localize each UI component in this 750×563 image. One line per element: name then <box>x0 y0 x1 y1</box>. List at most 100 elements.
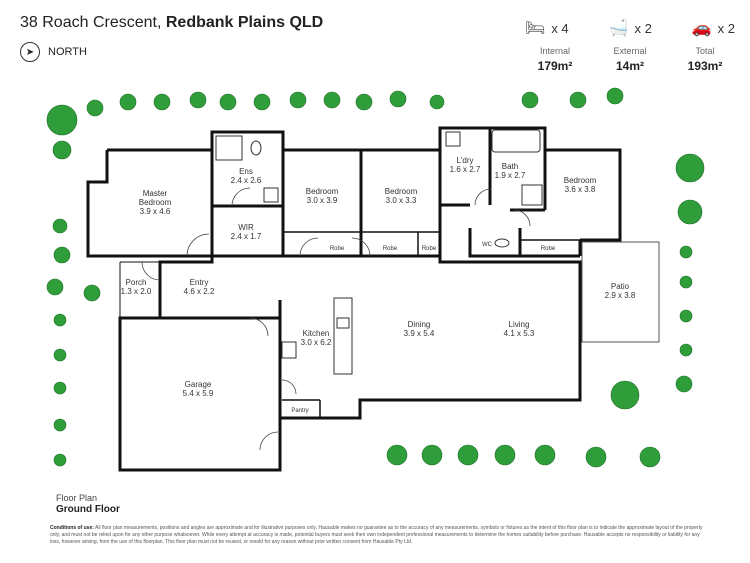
bed-icon: 🛏 <box>525 20 546 37</box>
room-name: Robe <box>422 246 437 252</box>
tree-icon <box>219 93 237 111</box>
toilet-icon <box>494 238 510 248</box>
bedroom-count: x 4 <box>551 20 569 36</box>
bathtub-icon: 🛁 <box>608 20 629 37</box>
room-name: Bedroom <box>385 187 418 196</box>
room-name: Kitchen <box>303 329 330 338</box>
external-area-label: External <box>613 46 647 56</box>
tree-icon <box>53 453 67 467</box>
room-name: Entry <box>190 278 209 287</box>
conditions-text: All floor plan measurements, positions a… <box>50 525 703 545</box>
room-name: WC <box>482 242 493 248</box>
room-name: Robe <box>383 246 398 252</box>
tree-icon <box>53 418 67 432</box>
tree-icon <box>639 446 661 468</box>
wc-wall <box>468 228 580 258</box>
property-stats: 🛏 x 4 🛁 x 2 🚗x 2 <box>525 18 735 38</box>
tree-icon <box>679 343 693 357</box>
tree-icon <box>606 87 624 105</box>
walls <box>86 126 622 472</box>
area-summary: Internal 179m² External 14m² Total 193m² <box>520 46 740 73</box>
door-swings <box>141 187 531 451</box>
room-dims: 3.6 x 3.8 <box>565 185 596 194</box>
tree-icon <box>610 380 640 410</box>
room-name: Ens <box>239 167 253 176</box>
tree-icon <box>679 275 693 289</box>
internal-area-label: Internal <box>539 46 571 56</box>
room-dims: 3.9 x 5.4 <box>404 329 435 338</box>
tree-icon <box>679 309 693 323</box>
tree-icon <box>521 91 539 109</box>
landscape-trees <box>46 87 705 468</box>
internal-area: Internal 179m² <box>520 46 590 73</box>
room-name: Garage <box>185 380 212 389</box>
room-name: Robe <box>541 246 556 252</box>
property-address: 38 Roach Crescent, Redbank Plains QLD <box>20 14 323 32</box>
room-name: Robe <box>330 246 345 252</box>
shower-icon <box>215 135 243 161</box>
door-icon <box>259 431 279 451</box>
north-wall <box>107 126 622 242</box>
tree-icon <box>52 140 72 160</box>
suburb-name: Redbank Plains QLD <box>165 14 324 31</box>
fixtures <box>215 129 543 375</box>
external-area-value: 14m² <box>615 59 644 73</box>
door-icon <box>513 209 531 227</box>
car-stat: 🚗x 2 <box>692 18 735 38</box>
north-label: NORTH <box>48 46 87 58</box>
room-labels: Master Bedroom 3.9 x 4.6 Ens 2.4 x 2.6 W… <box>121 156 636 414</box>
door-icon <box>231 187 251 207</box>
floor-plan-label: Floor Plan <box>56 493 98 503</box>
tree-icon <box>253 93 271 111</box>
total-area-value: 193m² <box>687 59 723 73</box>
tree-icon <box>585 446 607 468</box>
tree-icon <box>457 444 479 466</box>
room-dims: 1.3 x 2.0 <box>121 287 152 296</box>
cooktop-icon <box>281 341 297 359</box>
door-icon <box>351 237 371 257</box>
tree-icon <box>675 375 693 393</box>
room-dims: 4.6 x 2.2 <box>184 287 215 296</box>
tree-icon <box>429 94 445 110</box>
door-icon <box>299 237 319 257</box>
room-dims: 5.4 x 5.9 <box>183 389 214 398</box>
shower-icon <box>521 184 543 206</box>
floor-name: Ground Floor <box>56 504 120 515</box>
room-dims: 3.9 x 4.6 <box>140 207 171 216</box>
total-area-label: Total <box>695 46 715 56</box>
tree-icon <box>119 93 137 111</box>
north-indicator: ➤ NORTH <box>20 42 87 62</box>
room-dims: 2.9 x 3.8 <box>605 291 636 300</box>
kitchen-island <box>333 297 353 375</box>
tree-icon <box>679 245 693 259</box>
patio-outline <box>581 241 660 343</box>
room-name: Master <box>143 189 168 198</box>
door-icon <box>249 317 269 337</box>
master-bedroom-wall <box>86 150 214 258</box>
tree-icon <box>534 444 556 466</box>
living-wing-wall <box>118 256 582 472</box>
room-dims: 3.0 x 3.9 <box>307 196 338 205</box>
bathroom-count: x 2 <box>634 20 652 36</box>
room-dims: 3.0 x 6.2 <box>301 338 332 347</box>
sink-icon <box>336 317 350 329</box>
tree-icon <box>53 348 67 362</box>
room-name: Living <box>509 320 530 329</box>
compass-arrow-icon: ➤ <box>20 42 40 62</box>
conditions-of-use: Conditions of use: All floor plan measur… <box>50 525 705 546</box>
tree-icon <box>421 444 443 466</box>
bathtub-icon <box>491 129 541 153</box>
tree-icon <box>289 91 307 109</box>
room-name: Bedroom <box>564 176 597 185</box>
vanity-icon <box>263 187 279 203</box>
room-name: Bedroom <box>139 198 172 207</box>
tree-icon <box>389 90 407 108</box>
tree-icon <box>677 199 703 225</box>
door-icon <box>186 233 210 257</box>
door-icon <box>281 379 297 395</box>
tree-icon <box>323 91 341 109</box>
room-dims: 2.4 x 1.7 <box>231 232 262 241</box>
conditions-label: Conditions of use: <box>50 525 94 531</box>
room-dims: 1.9 x 2.7 <box>495 171 526 180</box>
